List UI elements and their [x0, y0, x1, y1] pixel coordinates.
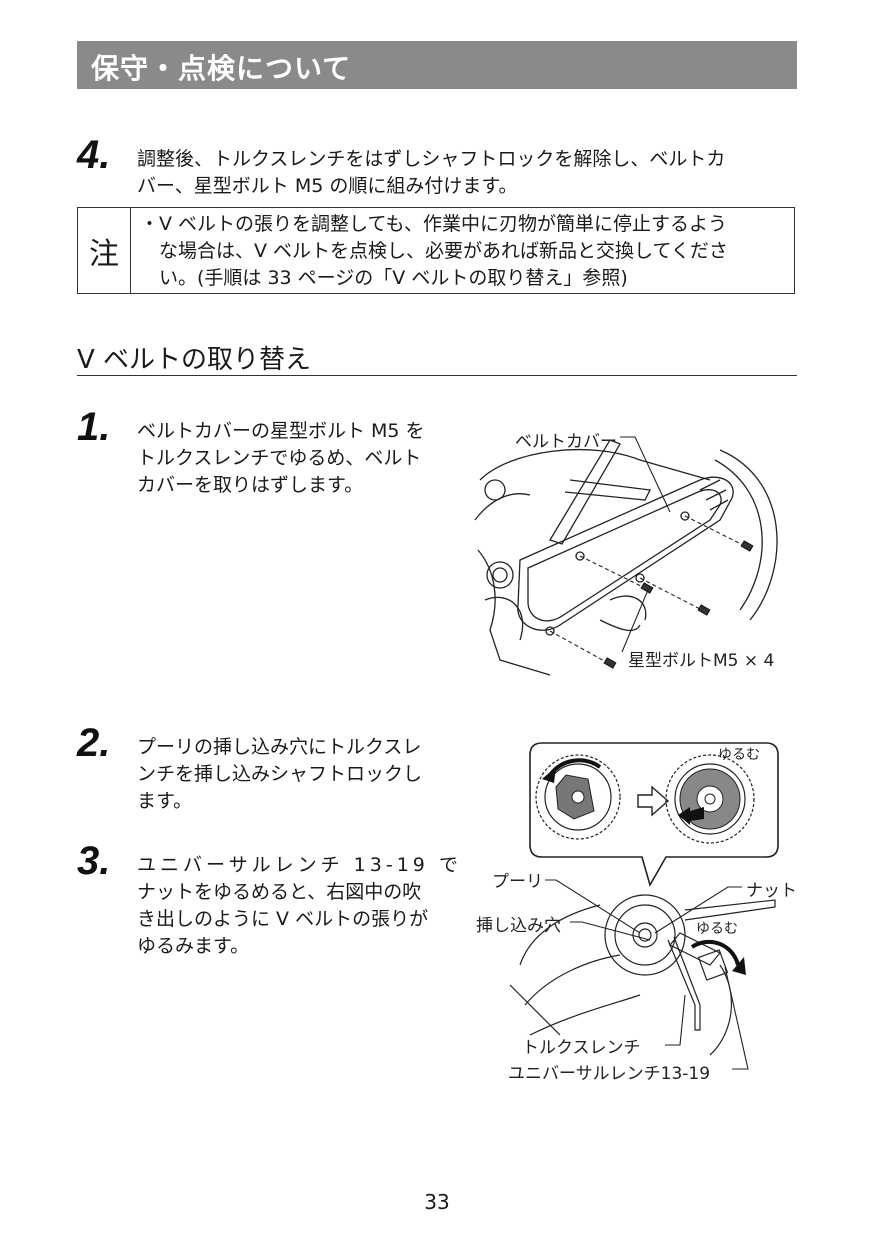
step-3-line: き出しのように V ベルトの張りが — [137, 908, 429, 930]
step-4-line: 調整後、トルクスレンチをはずしシャフトロックを解除し、ベルトカ — [137, 148, 726, 170]
section-title: V ベルトの取り替え — [77, 345, 312, 375]
bolt-label: 星型ボルトM5 × 4 — [628, 651, 775, 671]
step-2-line: ます。 — [137, 790, 193, 812]
step-4-line: バー、星型ボルト M5 の順に組み付けます。 — [137, 175, 518, 197]
step-4-number: 4. — [77, 133, 111, 177]
step-1-line: ベルトカバーの星型ボルト M5 を — [137, 420, 425, 442]
step-3-number: 3. — [77, 839, 111, 883]
step-1-line: トルクスレンチでゆるめ、ベルト — [137, 447, 422, 469]
step-2-text: プーリの挿し込み穴にトルクスレ ンチを挿し込みシャフトロックし ます。 — [137, 734, 422, 815]
belt-cover-illustration — [474, 436, 778, 676]
step-4-text: 調整後、トルクスレンチをはずしシャフトロックを解除し、ベルトカ バー、星型ボルト… — [137, 146, 725, 200]
step-3-text: ユニバーサルレンチ 13-19 で ナットをゆるめると、右図中の吹 き出しのよう… — [137, 852, 462, 960]
step-3-line: ユニバーサルレンチ 13-19 で — [137, 854, 462, 876]
pulley-label: プーリ — [492, 872, 543, 892]
step-2-line: ンチを挿し込みシャフトロックし — [137, 763, 423, 785]
note-text: ・V ベルトの張りを調整しても、作業中に刃物が簡単に停止するよう な場合は、V … — [140, 211, 790, 292]
universal-wrench-label: ユニバーサルレンチ13-19 — [508, 1064, 711, 1084]
nut-label: ナット — [746, 881, 797, 901]
page-number: 33 — [424, 1190, 450, 1214]
loosen-label-bottom: ゆるむ — [696, 921, 738, 937]
note-label: 注 — [78, 208, 131, 293]
step-3-line: ナットをゆるめると、右図中の吹 — [137, 881, 422, 903]
torx-wrench-label: トルクスレンチ — [522, 1038, 641, 1058]
page-header-title: 保守・点検について — [91, 52, 352, 85]
step-2-line: プーリの挿し込み穴にトルクスレ — [137, 736, 422, 758]
pulley-wrench-illustration — [509, 742, 779, 1070]
note-line: な場合は、V ベルトを点検し、必要があれば新品と交換してくださ — [159, 240, 728, 262]
note-line: い。(手順は 33 ページの「V ベルトの取り替え」参照) — [159, 267, 628, 289]
step-1-line: カバーを取りはずします。 — [137, 474, 364, 496]
header-bar: 保守・点検について — [77, 41, 797, 89]
step-1-number: 1. — [77, 405, 111, 449]
loosen-label-top: ゆるむ — [718, 747, 760, 763]
step-3-line: ゆるみます。 — [137, 935, 250, 957]
section-divider — [77, 375, 797, 376]
step-2-number: 2. — [77, 721, 111, 765]
step-1-text: ベルトカバーの星型ボルト M5 を トルクスレンチでゆるめ、ベルト カバーを取り… — [137, 418, 425, 499]
note-line: ・V ベルトの張りを調整しても、作業中に刃物が簡単に停止するよう — [140, 213, 727, 235]
note-box: 注 ・V ベルトの張りを調整しても、作業中に刃物が簡単に停止するよう な場合は、… — [77, 207, 795, 294]
belt-cover-label: ベルトカバー — [515, 432, 617, 452]
insert-hole-label: 挿し込み穴 — [476, 916, 561, 936]
